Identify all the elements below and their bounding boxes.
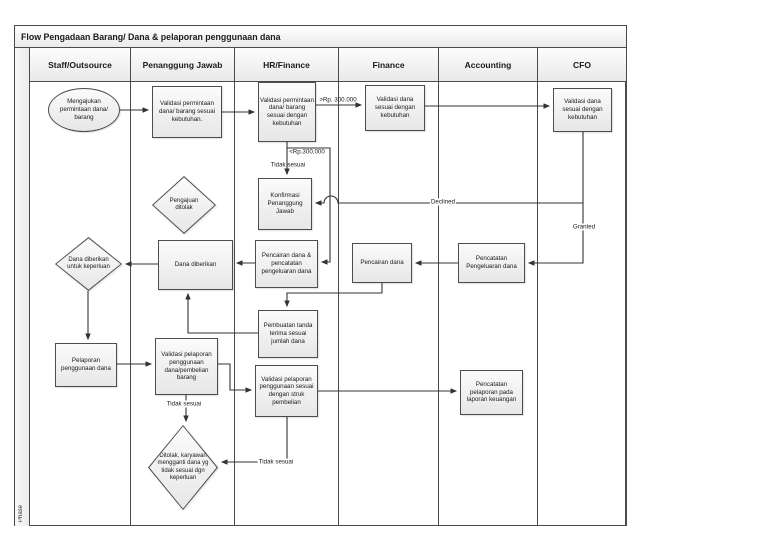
node-pencatatan-pelaporan: Pencatatan pelaporan pada laporan keuang…	[460, 370, 523, 415]
node-finance-validasi-dana: Validasi dana sesuai dengan kebutuhan	[365, 85, 425, 131]
lane-header-cfo: CFO	[538, 48, 627, 82]
lane-header-finance: Finance	[339, 48, 439, 82]
node-pencairan-dan-pencatatan: Pencairan dana & pencatatan pengeluaran …	[255, 240, 318, 288]
node-pembuatan-tanda-terima: Pembuatan tanda terima sesuai jumlah dan…	[258, 310, 318, 358]
node-pj-validasi-permintaan: Validasi permintaan dana/ barang sesuai …	[152, 86, 222, 138]
diamond-text: Dana diberikan untuk keperluan	[56, 238, 121, 290]
node-cfo-validasi-dana: Validasi dana sesuai dengan kebutuhan	[553, 88, 612, 132]
node-pencairan-dana: Pencairan dana	[352, 243, 412, 283]
lane-staff-outsource	[30, 82, 131, 526]
lane-cfo	[538, 82, 626, 526]
node-pencatatan-pengeluaran-dana: Pencatatan Pengeluaran dana	[458, 243, 525, 283]
phase-label: Phase	[18, 504, 24, 522]
diamond-text: Pengajuan ditolak	[153, 177, 215, 233]
node-dana-diberikan-keperluan-diamond: Dana diberikan untuk keperluan	[55, 237, 122, 291]
node-pengajuan-ditolak-diamond: Pengajuan ditolak	[152, 176, 216, 234]
edge-label-tidak-sesuai-2: Tidak sesuai	[165, 400, 203, 408]
edge-label-tidak-sesuai-1: Tidak sesuai	[270, 161, 306, 169]
lane-header-staff-outsource: Staff/Outsource	[30, 48, 131, 82]
lane-accounting	[439, 82, 538, 526]
diamond-text: Ditolak, karyawan mengganti dana yg tida…	[149, 426, 217, 509]
edge-label-tidak-sesuai-3: Tidak sesuai	[257, 458, 295, 466]
node-ditolak-diamond: Ditolak, karyawan mengganti dana yg tida…	[148, 425, 218, 510]
lane-finance	[339, 82, 439, 526]
diagram-frame	[14, 25, 627, 526]
edge-label-declined: Declined	[429, 198, 457, 206]
node-start-mengajukan-permintaan: Mengajukan permintaan dana/ barang	[48, 88, 120, 132]
diagram-title: Flow Pengadaan Barang/ Dana & pelaporan …	[15, 26, 626, 48]
edge-label-lt-300k: <Rp.300.000	[289, 148, 325, 156]
lane-header-hr-finance: HR/Finance	[235, 48, 339, 82]
node-pj-validasi-pelaporan: Validasi pelaporan penggunaan dana/pembe…	[155, 338, 218, 395]
node-hr-validasi-pelaporan: Validasi pelaporan penggunaan sesuai den…	[255, 365, 318, 417]
node-pelaporan-penggunaan-dana: Pelaporan penggunaan dana	[55, 343, 117, 387]
node-hr-validasi-permintaan: Validasi permintaan dana/ barang sesuai …	[258, 82, 316, 142]
node-konfirmasi-penanggung-jawab: Konfirmasi Penanggung Jawab	[258, 178, 312, 230]
edge-label-gt-300k: >Rp. 300.000	[319, 96, 357, 104]
phase-strip: Phase	[15, 48, 30, 526]
lane-header-penanggung-jawab: Penanggung Jawab	[131, 48, 235, 82]
edge-label-granted: Granted	[571, 223, 597, 231]
node-dana-diberikan: Dana diberikan	[158, 240, 233, 290]
lane-header-accounting: Accounting	[439, 48, 538, 82]
